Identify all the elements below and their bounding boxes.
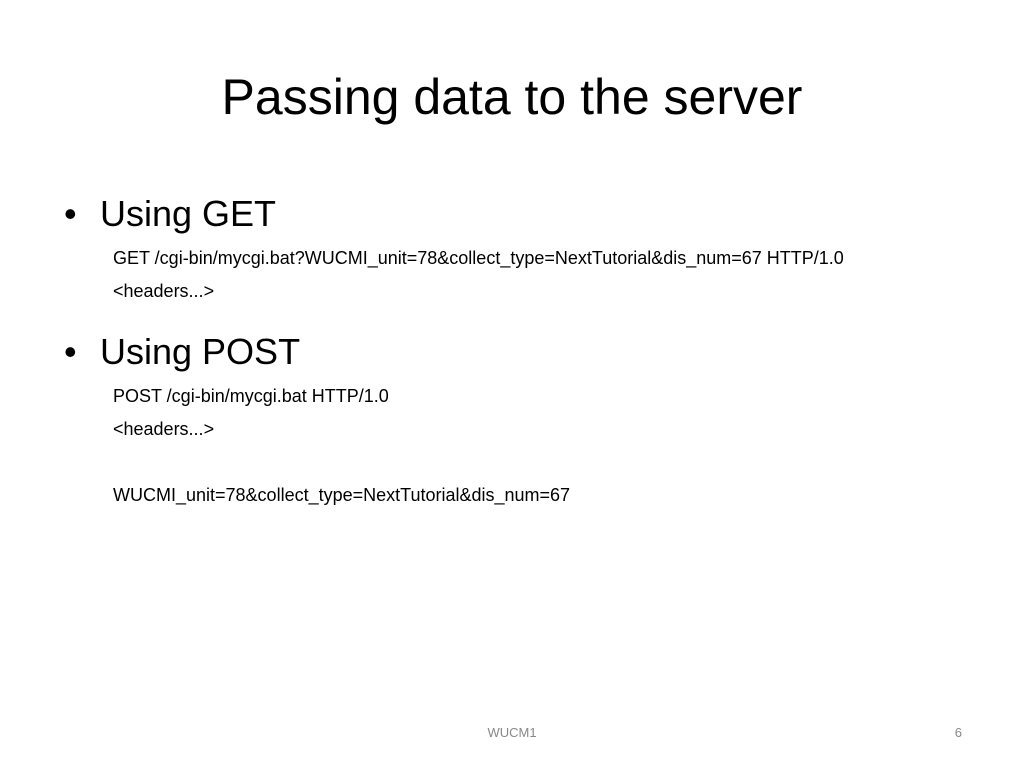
slide-title: Passing data to the server xyxy=(221,69,803,125)
request-line-get: GET /cgi-bin/mycgi.bat?WUCMI_unit=78&col… xyxy=(113,248,844,268)
bullet-group-get: • Using GET GET /cgi-bin/mycgi.bat?WUCMI… xyxy=(60,190,1000,308)
post-body-line: WUCMI_unit=78&collect_type=NextTutorial&… xyxy=(113,485,571,505)
bullet-label: Using POST xyxy=(100,331,301,372)
headers-line-get: <headers...> xyxy=(113,281,215,301)
headers-line-post: <headers...> xyxy=(113,419,215,439)
blank-line xyxy=(113,446,1000,479)
page-number: 6 xyxy=(954,725,962,740)
slide-content: • Using GET GET /cgi-bin/mycgi.bat?WUCMI… xyxy=(60,190,1000,512)
bullet-using-post: • Using POST xyxy=(60,328,1000,376)
bullet-group-post: • Using POST POST /cgi-bin/mycgi.bat HTT… xyxy=(60,328,1000,512)
request-line-post: POST /cgi-bin/mycgi.bat HTTP/1.0 xyxy=(113,386,389,406)
footer-text: WUCM1 xyxy=(487,725,537,740)
bullet-dot-icon: • xyxy=(64,193,77,234)
bullet-dot-icon: • xyxy=(64,331,77,372)
bullet-using-get: • Using GET xyxy=(60,190,1000,238)
bullet-label: Using GET xyxy=(100,193,277,234)
